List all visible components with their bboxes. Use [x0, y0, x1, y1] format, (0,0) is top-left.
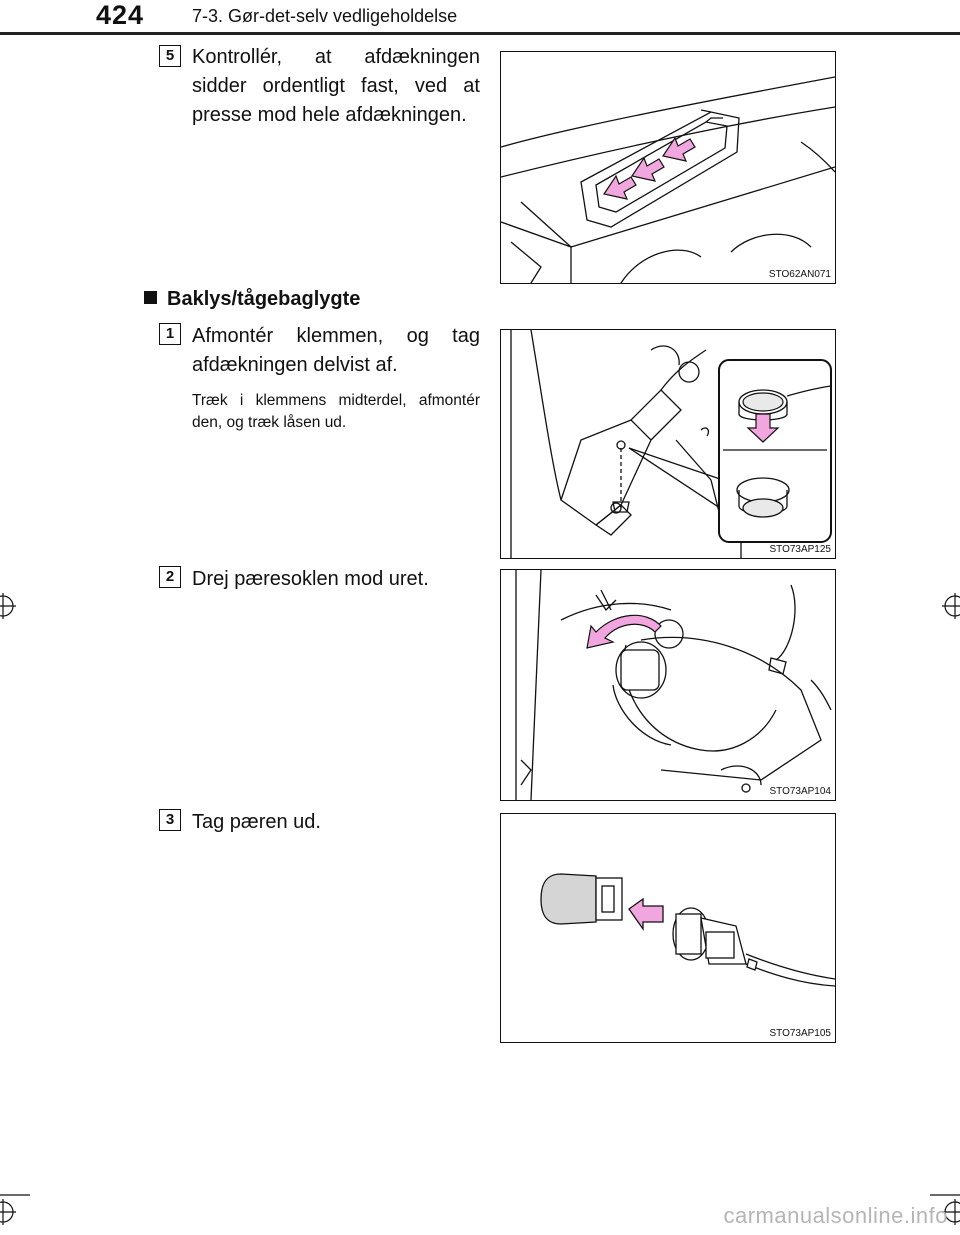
tailgate-cover-illustration: [501, 76, 835, 283]
press-arrow: [603, 174, 637, 200]
bulb-removal-illustration: [540, 873, 835, 987]
step-3-number: 3: [159, 809, 181, 831]
page-number: 424: [96, 0, 145, 30]
figure-step-3: STO73AP105: [500, 813, 836, 1043]
rotate-arrow: [586, 614, 662, 649]
step-2-number: 2: [159, 566, 181, 588]
step-2-text: Drej pæresoklen mod uret.: [192, 568, 429, 590]
section-heading: Baklys/tågebaglygte: [144, 288, 360, 311]
step-5-number: 5: [159, 45, 181, 67]
heading-bullet: [144, 291, 157, 304]
step-3-text: Tag pæren ud.: [192, 811, 321, 833]
figure-step-5: STO62AN071: [500, 51, 836, 284]
press-arrow: [662, 136, 696, 162]
figure-code: STO62AN071: [768, 269, 831, 280]
pull-arrow: [746, 413, 780, 443]
figure-code: STO73AP105: [769, 1028, 831, 1039]
header-rule: [0, 32, 960, 35]
figure-code: STO73AP125: [769, 544, 831, 555]
step-1-number: 1: [159, 323, 181, 345]
figure-code: STO73AP104: [769, 786, 831, 797]
section-title: 7-3. Gør-det-selv vedligeholdelse: [192, 6, 458, 26]
section-heading-text: Baklys/tågebaglygte: [167, 288, 361, 310]
bulb-socket-turn-illustration: [515, 570, 832, 800]
press-arrow: [631, 156, 665, 182]
figure-step-2: STO73AP104: [500, 569, 836, 801]
step-1-text: Afmontér klemmen, og tag afdækningen del…: [192, 325, 480, 376]
step-5-text: Kontrollér, at afdækningen sidder ordent…: [192, 46, 480, 126]
clip-removal-illustration: [510, 330, 832, 558]
figure-step-1: STO73AP125: [500, 329, 836, 559]
watermark: carmanualsonline.info: [723, 1203, 948, 1228]
step-1-note: Træk i klemmens midterdel, afmontér den,…: [192, 392, 480, 431]
